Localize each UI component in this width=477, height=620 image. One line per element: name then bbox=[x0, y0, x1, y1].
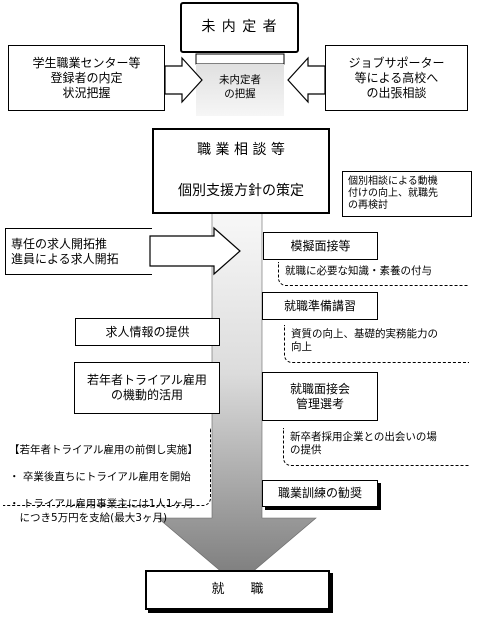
counsel-title: 職 業 相 談 等 bbox=[197, 141, 285, 158]
arrow-right-top bbox=[287, 56, 326, 104]
trial-employment-node: 若年者トライアル雇用 の機動的活用 bbox=[74, 362, 220, 414]
unplaced-node: 未 内 定 者 bbox=[180, 2, 299, 53]
trial-note-item-2: ・ トライアル雇用事業主には1人1ヶ月 につき5万円を支給(最大3ヶ月) bbox=[9, 498, 194, 524]
top-connector bbox=[195, 53, 285, 65]
trial-note-title: 【若年者トライアル雇用の前倒し実施】 bbox=[9, 444, 198, 457]
mock-interview-note: 就職に必要な知識・素養の付与 bbox=[278, 262, 468, 286]
mock-interview-node: 模擬面接等 bbox=[263, 232, 378, 260]
left-top-node: 学生職業センター等 登録者の内定 状況把握 bbox=[8, 45, 165, 111]
trial-note-item-1: ・ 卒業後直ちにトライアル雇用を開始 bbox=[9, 471, 191, 484]
job-fair-note: 新卒者採用企業との出会いの場 の提供 bbox=[283, 428, 469, 466]
trial-employment-note: 【若年者トライアル雇用の前倒し実施】 ・ 卒業後直ちにトライアル雇用を開始 ・ … bbox=[3, 428, 211, 524]
right-top-node: ジョブサポーター 等による高校へ の出張相談 bbox=[325, 45, 468, 111]
counsel-subtitle: 個別支援方針の策定 bbox=[178, 182, 304, 199]
arrow-left-top bbox=[164, 56, 203, 104]
prep-course-node: 就職準備講習 bbox=[262, 292, 378, 320]
main-flow-arrow bbox=[157, 199, 317, 586]
top-connector-body bbox=[196, 64, 284, 116]
counsel-node: 職 業 相 談 等 個別支援方針の策定 bbox=[152, 128, 330, 214]
grasp-label: 未内定者 の把握 bbox=[219, 74, 261, 100]
recruit-dev-node: 専任の求人開拓推 進員による求人開拓 bbox=[5, 228, 152, 275]
job-fair-node: 就職面接会 管理選考 bbox=[262, 372, 378, 421]
training-node: 職業訓練の勧奨 bbox=[262, 480, 378, 507]
prep-course-note: 資質の向上、基礎的実務能力の 向上 bbox=[284, 325, 469, 363]
counsel-note: 個別相談による動機 付けの向上、就職先 の再検討 bbox=[342, 171, 472, 217]
arrow-recruit bbox=[149, 226, 241, 276]
employment-node: 就 職 bbox=[145, 570, 330, 610]
job-info-node: 求人情報の提供 bbox=[75, 318, 220, 346]
